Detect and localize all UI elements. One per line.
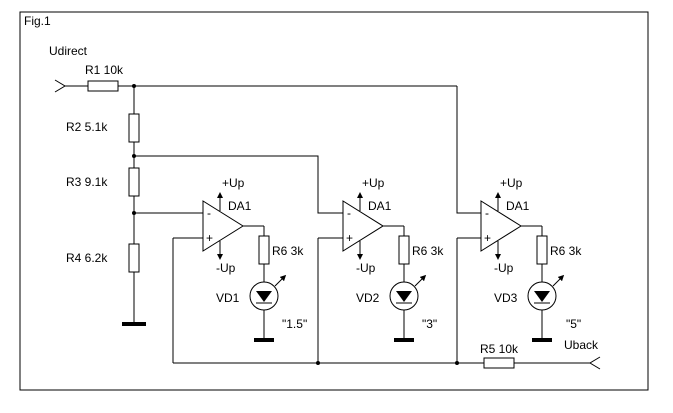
led-vd1-threshold: "1.5" xyxy=(282,317,307,331)
resistor-r3 xyxy=(128,167,140,197)
resistor-r6-2 xyxy=(398,235,410,265)
opamp-1 xyxy=(202,200,244,252)
comparator-stage-2: - + +Up -Up DA1 R6 3k VD2 "3" xyxy=(317,176,444,363)
opamp-3-minus: - xyxy=(485,206,489,220)
opamp-2-supply-pos: +Up xyxy=(362,176,385,190)
resistor-r3-label: R3 9.1k xyxy=(66,175,108,189)
resistor-r4 xyxy=(128,243,140,273)
opamp-1-label: DA1 xyxy=(228,199,252,213)
opamp-3-supply-neg: -Up xyxy=(494,261,514,275)
resistor-r1 xyxy=(87,80,119,92)
opamp-1-supply-pos: +Up xyxy=(222,176,245,190)
opamp-2-minus: - xyxy=(347,206,351,220)
opamp-3-plus: + xyxy=(484,231,491,245)
resistor-r2-label: R2 5.1k xyxy=(66,120,108,134)
opamp-3 xyxy=(480,200,522,252)
resistor-r2 xyxy=(128,113,140,143)
opamp-3-supply-pos: +Up xyxy=(500,176,523,190)
resistor-r5-label: R5 10k xyxy=(480,342,519,356)
opamp-2-supply-neg: -Up xyxy=(356,261,376,275)
led-vd2-threshold: "3" xyxy=(422,317,437,331)
opamp-2-plus: + xyxy=(346,231,353,245)
input-terminal xyxy=(54,79,88,93)
led-vd3-label: VD3 xyxy=(494,291,518,305)
figure-frame xyxy=(19,11,649,391)
output-label: Uback xyxy=(564,338,599,352)
resistor-r1-label: R1 10k xyxy=(85,63,124,77)
ground-symbol xyxy=(122,322,146,326)
opamp-1-minus: - xyxy=(207,206,211,220)
opamp-1-supply-neg: -Up xyxy=(216,261,236,275)
output-terminal xyxy=(589,356,601,370)
resistor-r6-2-label: R6 3k xyxy=(412,244,444,258)
figure-title: Fig.1 xyxy=(24,14,51,28)
comparator-stage-3: - + +Up -Up DA1 R6 3k VD3 "5" xyxy=(456,176,582,363)
input-label: Udirect xyxy=(49,44,88,58)
resistor-r6-3-label: R6 3k xyxy=(550,244,582,258)
led-vd2-label: VD2 xyxy=(356,291,380,305)
resistor-r6-1-label: R6 3k xyxy=(272,244,304,258)
opamp-3-label: DA1 xyxy=(506,199,530,213)
resistor-r4-label: R4 6.2k xyxy=(66,251,108,265)
resistor-r6-1 xyxy=(258,235,270,265)
opamp-2-label: DA1 xyxy=(368,199,392,213)
resistor-r5 xyxy=(483,357,515,369)
resistor-r6-3 xyxy=(536,235,548,265)
comparator-stage-1: - + +Up -Up DA1 R6 3k VD1 "1.5" xyxy=(172,176,307,363)
opamp-2 xyxy=(342,200,384,252)
led-vd3-threshold: "5" xyxy=(566,317,581,331)
opamp-1-plus: + xyxy=(206,231,213,245)
led-vd1-label: VD1 xyxy=(216,291,240,305)
